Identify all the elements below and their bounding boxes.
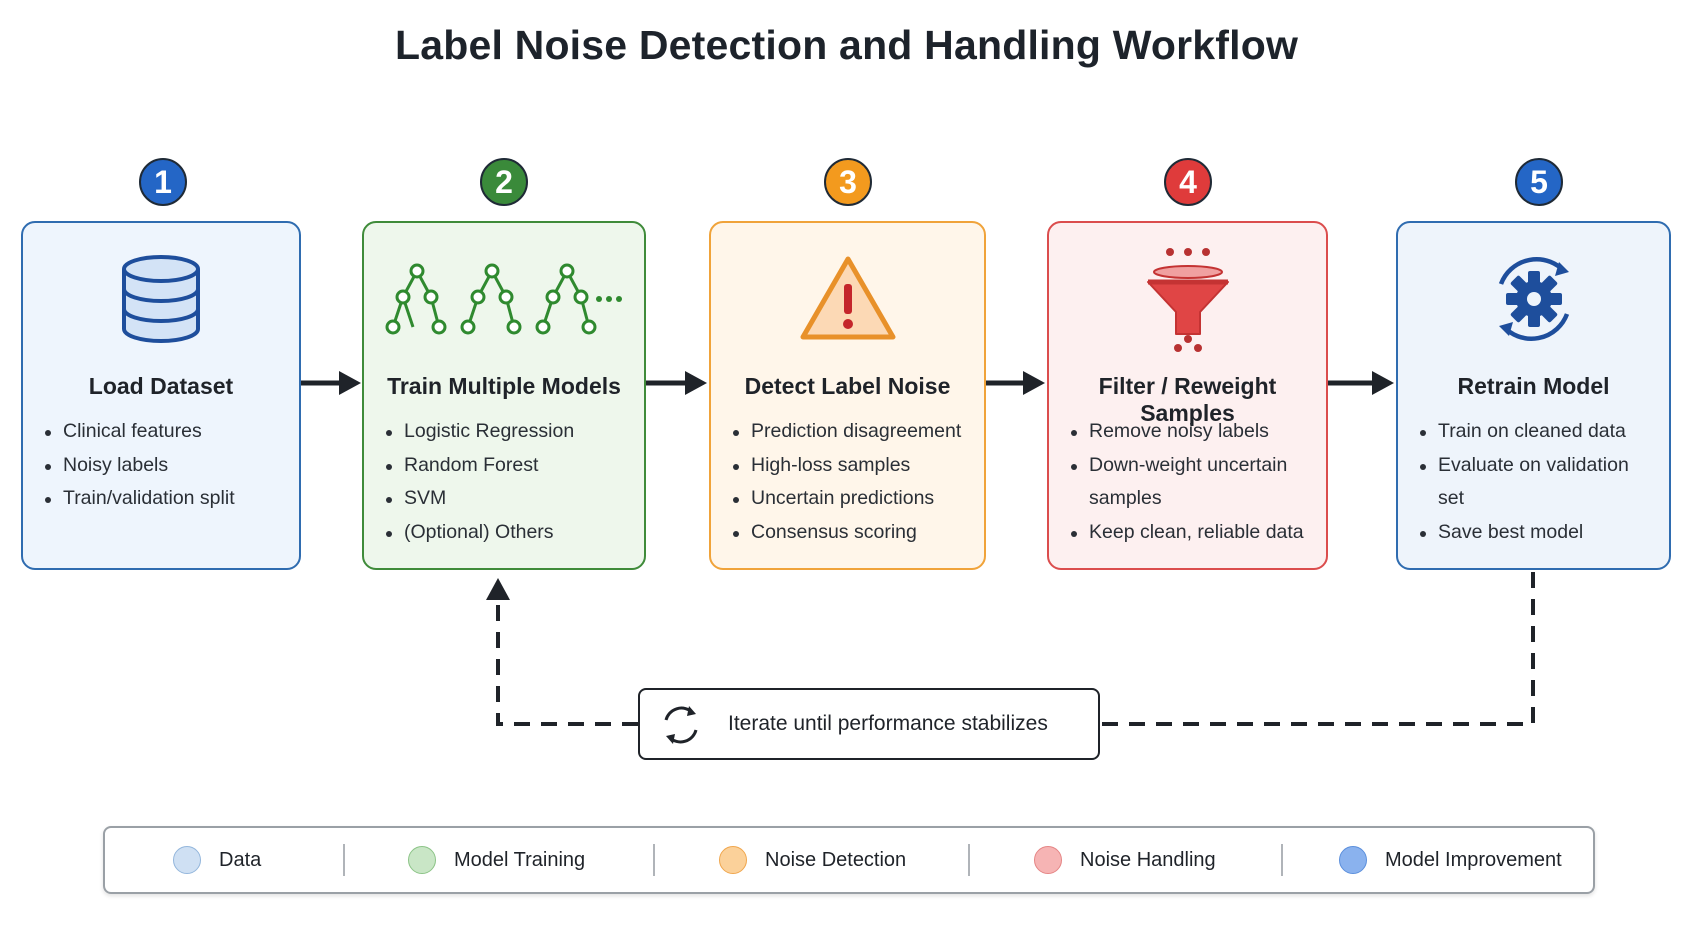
legend-divider bbox=[968, 844, 970, 876]
stage-detect-label-noise: Detect Label Noise Prediction disagreeme… bbox=[709, 221, 986, 570]
bullet-item: Keep clean, reliable data bbox=[1069, 516, 1316, 550]
stage-title: Train Multiple Models bbox=[387, 373, 621, 399]
stage-train-multiple-models: Train Multiple Models Logistic Regressio… bbox=[362, 221, 646, 570]
bullet-item: Noisy labels bbox=[43, 449, 289, 483]
legend-swatch bbox=[719, 846, 747, 874]
decision-trees-icon bbox=[364, 249, 644, 349]
bullet-item: Prediction disagreement bbox=[731, 415, 974, 449]
bullet-item: SVM bbox=[384, 482, 634, 516]
bullet-item: Logistic Regression bbox=[384, 415, 634, 449]
iterate-note: Iterate until performance stabilizes bbox=[638, 688, 1100, 760]
stage-load-dataset: Load Dataset Clinical features Noisy lab… bbox=[21, 221, 301, 570]
bullet-item: High-loss samples bbox=[731, 449, 974, 483]
legend-divider bbox=[343, 844, 345, 876]
legend-label: Model Training bbox=[454, 848, 586, 871]
bullet-item: Evaluate on validation set bbox=[1418, 449, 1659, 516]
legend-divider bbox=[1281, 844, 1283, 876]
legend-swatch bbox=[408, 846, 436, 874]
bullet-item: Clinical features bbox=[43, 415, 289, 449]
flow-arrow-4-5 bbox=[1328, 371, 1394, 395]
bullet-item: Save best model bbox=[1418, 516, 1659, 550]
cycle-icon bbox=[664, 706, 698, 744]
stage-retrain-model: Retrain Model Train on cleaned data Eval… bbox=[1396, 221, 1671, 570]
legend-label: Noise Handling bbox=[1080, 848, 1216, 871]
bullet-item: Down-weight uncertain samples bbox=[1069, 449, 1316, 516]
warning-icon bbox=[711, 249, 984, 349]
legend-item-noise-detection: Noise Detection bbox=[719, 828, 906, 892]
stage-filter-reweight-samples: Filter / Reweight Samples Remove noisy l… bbox=[1047, 221, 1328, 570]
legend-item-noise-handling: Noise Handling bbox=[1034, 828, 1216, 892]
legend-swatch bbox=[1034, 846, 1062, 874]
stage-title: Retrain Model bbox=[1457, 373, 1610, 399]
legend-swatch bbox=[1339, 846, 1367, 874]
flow-arrow-1-2 bbox=[301, 371, 361, 395]
bullet-item: Consensus scoring bbox=[731, 516, 974, 550]
stage-4-number-badge: 4 bbox=[1164, 158, 1212, 206]
legend-swatch bbox=[173, 846, 201, 874]
bullet-item: (Optional) Others bbox=[384, 516, 634, 550]
stage-title: Load Dataset bbox=[88, 373, 234, 399]
legend-label: Noise Detection bbox=[765, 848, 907, 871]
stage-5-number-badge: 5 bbox=[1515, 158, 1563, 206]
gear-refresh-icon bbox=[1398, 249, 1669, 349]
bullet-item: Train on cleaned data bbox=[1418, 415, 1659, 449]
legend-item-model-improvement: Model Improvement bbox=[1339, 828, 1562, 892]
legend: Data Model Training Noise Detection Nois… bbox=[103, 826, 1595, 894]
legend-divider bbox=[653, 844, 655, 876]
stage-title: Filter / Reweight Samples bbox=[1098, 373, 1277, 426]
flow-arrow-3-4 bbox=[986, 371, 1045, 395]
bullet-item: Train/validation split bbox=[43, 482, 289, 516]
flow-arrow-2-3 bbox=[646, 371, 707, 395]
legend-label: Data bbox=[219, 848, 262, 871]
bullet-item: Random Forest bbox=[384, 449, 634, 483]
database-icon bbox=[23, 249, 299, 349]
iterate-label: Iterate until performance stabilizes bbox=[728, 712, 1048, 735]
stage-3-number-badge: 3 bbox=[824, 158, 872, 206]
legend-item-model-training: Model Training bbox=[408, 828, 585, 892]
funnel-icon bbox=[1049, 248, 1326, 352]
stage-title: Detect Label Noise bbox=[744, 373, 951, 399]
stage-1-number-badge: 1 bbox=[139, 158, 187, 206]
stage-2-number-badge: 2 bbox=[480, 158, 528, 206]
page-title: Label Noise Detection and Handling Workf… bbox=[394, 22, 1299, 68]
bullet-item: Uncertain predictions bbox=[731, 482, 974, 516]
legend-item-data: Data bbox=[173, 828, 261, 892]
bullet-item: Remove noisy labels bbox=[1069, 415, 1316, 449]
legend-label: Model Improvement bbox=[1385, 848, 1562, 871]
